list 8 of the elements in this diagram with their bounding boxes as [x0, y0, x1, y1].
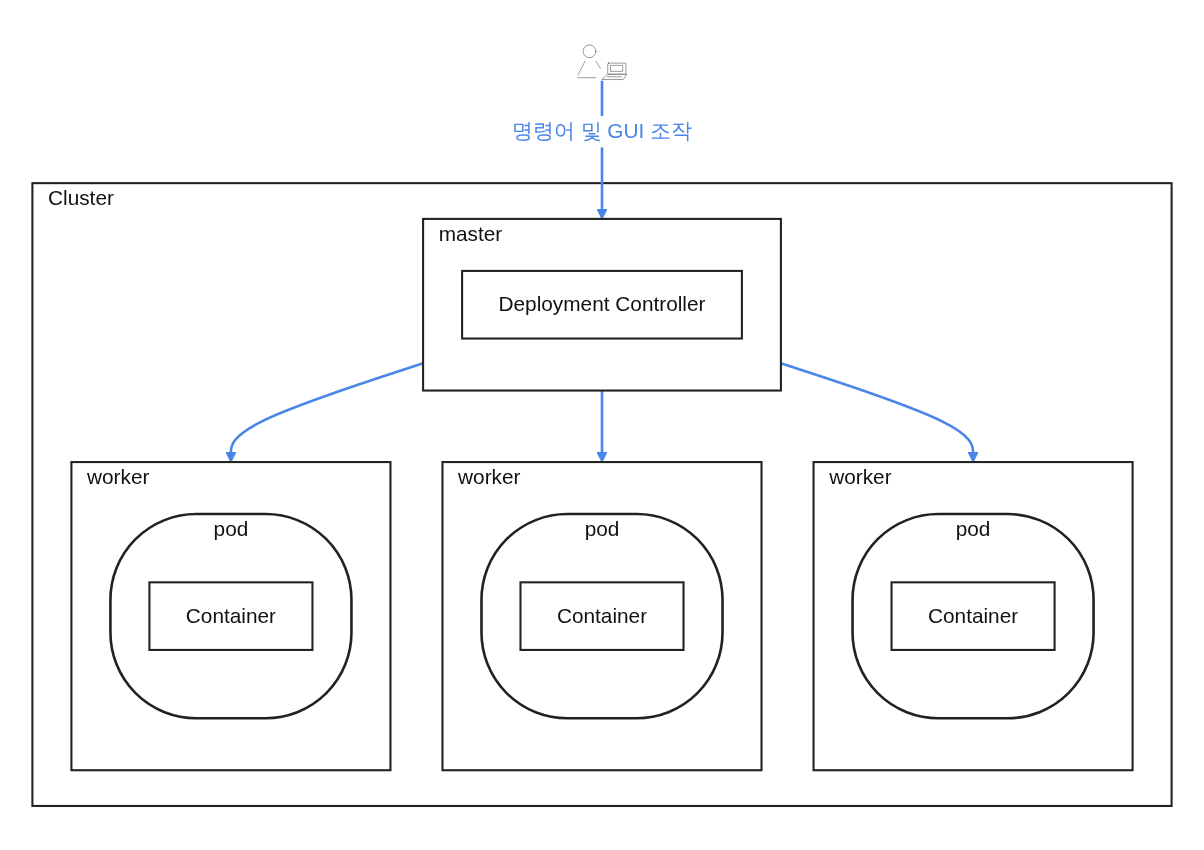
arrow	[225, 362, 424, 463]
node-box: Deployment Controller	[461, 269, 743, 340]
node-box: Container	[519, 581, 685, 651]
node-box: Container	[890, 581, 1056, 651]
arrow	[596, 390, 608, 463]
arrow	[780, 362, 979, 463]
node-box: Container	[148, 581, 314, 651]
edge-label: 명령어 및 GUI 조작	[512, 120, 692, 143]
